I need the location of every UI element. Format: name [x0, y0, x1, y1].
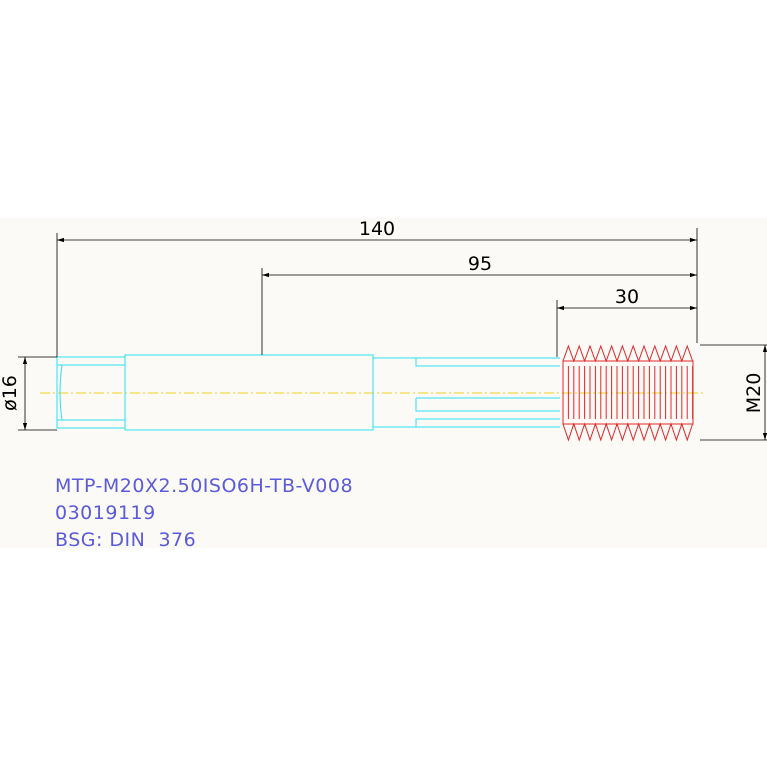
article-number-text: 03019119	[55, 502, 156, 524]
thread-length-label: 30	[615, 286, 639, 308]
thread-section	[562, 344, 694, 442]
panel-background	[0, 218, 767, 548]
diameter-label: ø16	[0, 375, 21, 411]
overall-length-label: 140	[359, 218, 395, 240]
thread-top-profile	[562, 344, 694, 363]
drawing-panel: 140 95 30 ø16 M20	[0, 218, 767, 548]
part-code-text: MTP-M20X2.50ISO6H-TB-V008	[55, 475, 354, 497]
shank-length-label: 95	[468, 253, 492, 275]
shank-body	[124, 354, 374, 431]
standard-text: BSG: DIN 376	[55, 529, 197, 551]
shank-back-end	[56, 356, 126, 429]
flute-section	[373, 357, 560, 428]
thread-size-label: M20	[743, 373, 765, 414]
technical-drawing: 140 95 30 ø16 M20	[0, 218, 767, 548]
extension-lines	[18, 228, 767, 441]
thread-bottom-profile	[562, 422, 694, 442]
